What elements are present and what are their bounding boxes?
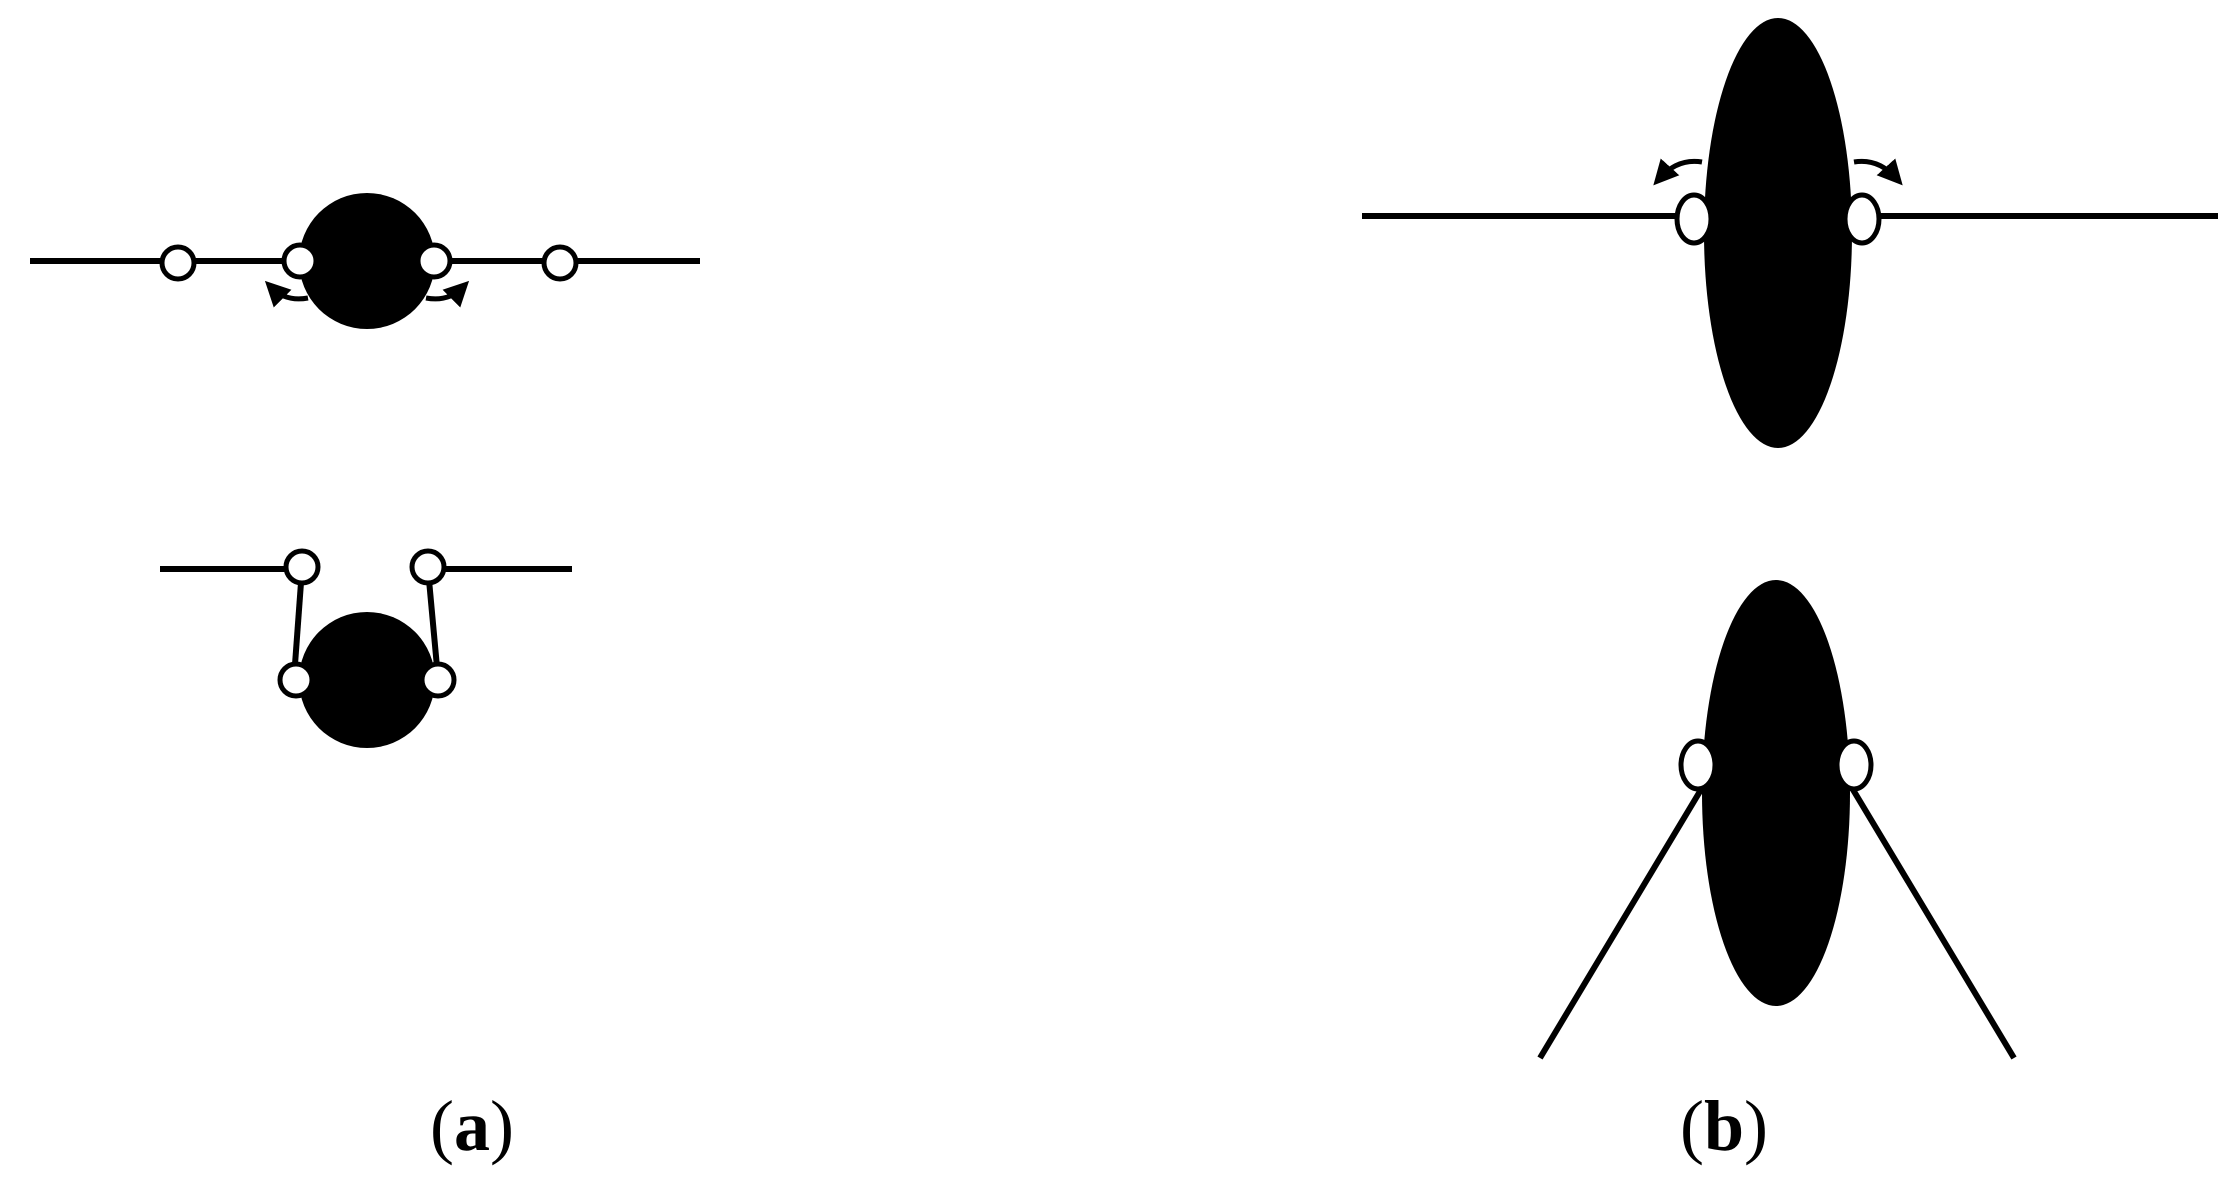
body-ellipse	[1704, 18, 1852, 448]
hinge-joint-icon	[415, 242, 453, 280]
panel-a-caption: (a)	[430, 1090, 514, 1162]
hinge-joint-icon	[159, 244, 197, 282]
hinge-joint-icon	[277, 661, 315, 699]
left-folding-link	[291, 568, 305, 679]
rotation-arrow-icon	[1853, 158, 1903, 186]
panel-b-swept-configuration	[1537, 580, 2017, 1060]
right-swept-wing	[1849, 786, 2017, 1060]
panel-a	[30, 193, 700, 748]
right-folding-link	[425, 568, 441, 679]
caption-letter: a	[453, 1086, 490, 1166]
hinge-joint-icon	[283, 548, 321, 586]
rotation-arrow-icon	[1653, 158, 1703, 186]
caption-letter: b	[1703, 1086, 1745, 1166]
caption-paren-open: (	[430, 1086, 454, 1166]
hinge-joint-icon	[281, 242, 319, 280]
hinge-joint-icon	[409, 548, 447, 586]
hinge-joint-icon	[541, 244, 579, 282]
panel-b-extended-configuration	[1362, 18, 2218, 448]
hinge-joint-icon	[1834, 738, 1874, 792]
body-circle	[299, 612, 435, 748]
hinge-joint-icon	[1674, 192, 1714, 246]
rotation-arrow-icon	[264, 280, 309, 308]
panel-a-folded-configuration	[160, 548, 572, 748]
caption-paren-close: )	[489, 1086, 514, 1166]
panel-b	[1362, 18, 2218, 1060]
caption-paren-close: )	[1744, 1086, 1769, 1166]
body-circle	[299, 193, 435, 329]
hinge-joint-icon	[1842, 192, 1882, 246]
caption-paren-open: (	[1680, 1086, 1704, 1166]
rotation-arrow-icon	[425, 280, 470, 308]
hinge-joint-icon	[1678, 738, 1718, 792]
panel-a-extended-configuration	[30, 193, 700, 329]
hinge-joint-icon	[419, 661, 457, 699]
body-ellipse	[1702, 580, 1850, 1006]
left-swept-wing	[1537, 786, 1705, 1060]
panel-b-caption: (b)	[1680, 1090, 1768, 1162]
